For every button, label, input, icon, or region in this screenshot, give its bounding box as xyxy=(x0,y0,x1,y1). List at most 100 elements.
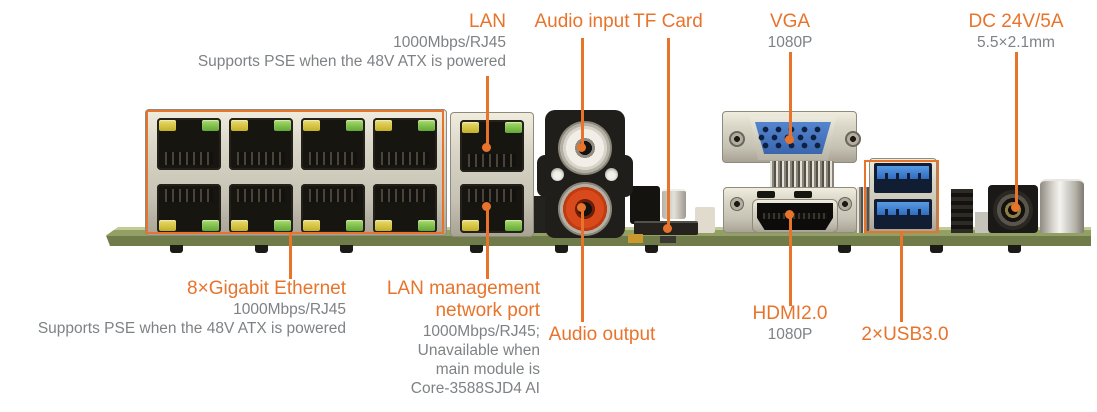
led-yellow xyxy=(375,220,392,231)
leader-line-hdmi xyxy=(789,214,792,306)
callout-tf-card: TF Card xyxy=(610,11,726,33)
callout-subtext: 5.5×2.1mm xyxy=(977,34,1055,51)
bracket-vent xyxy=(757,191,775,198)
callout-audio-input: Audio input xyxy=(512,11,652,33)
callout-label: TF Card xyxy=(633,11,703,32)
led-yellow xyxy=(303,220,320,231)
led-green xyxy=(202,220,219,231)
led-green xyxy=(418,220,435,231)
leader-dot-lan xyxy=(482,143,491,152)
led-yellow xyxy=(159,120,176,131)
ethernet-port xyxy=(301,184,365,233)
led-green xyxy=(418,120,435,131)
rj45-pins xyxy=(468,189,516,202)
leader-line-audio-input xyxy=(581,38,584,148)
callout-label: Audio input xyxy=(534,11,630,32)
capacitor-black xyxy=(630,186,660,224)
led-yellow xyxy=(159,220,176,231)
led-green xyxy=(505,122,522,133)
vga-screw-post xyxy=(845,131,861,147)
callout-lan: LAN 1000Mbps/RJ45 Supports PSE when the … xyxy=(150,11,506,71)
leader-line-dc xyxy=(1015,52,1018,208)
callout-label: VGA xyxy=(769,11,811,32)
screw-hole xyxy=(605,168,618,181)
capacitor-large xyxy=(1040,179,1084,233)
callout-dc-power: DC 24V/5A 5.5×2.1mm xyxy=(948,11,1084,52)
vga-pin-holes-row xyxy=(762,142,827,149)
callout-gigabit-ethernet: 8×Gigabit Ethernet 1000Mbps/RJ45 Support… xyxy=(2,278,346,338)
callout-vga: VGA 1080P xyxy=(732,11,848,52)
callout-label: 8×Gigabit Ethernet xyxy=(187,278,346,299)
connector-white xyxy=(695,207,715,233)
ethernet-port xyxy=(229,184,293,233)
usb-contacts xyxy=(877,173,929,179)
ethernet-port xyxy=(373,118,437,170)
callout-subtext: Core-3588SJD4 AI xyxy=(410,380,540,397)
callout-label: DC 24V/5A xyxy=(968,11,1064,32)
ethernet-port xyxy=(157,184,221,233)
component xyxy=(531,196,546,233)
callout-label: HDMI2.0 xyxy=(752,303,828,324)
ethernet-port-block xyxy=(145,109,447,236)
leader-line-vga xyxy=(789,52,792,140)
leader-dot-dc xyxy=(1011,203,1020,212)
pcb-foot xyxy=(170,245,183,253)
rj45-pins xyxy=(381,189,429,202)
led-yellow xyxy=(303,120,320,131)
pcb-foot xyxy=(340,245,353,253)
component-small xyxy=(975,212,989,233)
led-yellow xyxy=(462,122,479,133)
led-green xyxy=(346,120,363,131)
callout-subtext: 1000Mbps/RJ45 xyxy=(233,301,346,318)
callout-usb3: 2×USB3.0 xyxy=(843,324,967,346)
hdmi-pins xyxy=(763,213,827,219)
led-yellow xyxy=(375,120,392,131)
ethernet-port xyxy=(373,184,437,233)
leader-dot-lan-management xyxy=(482,202,491,211)
ethernet-port xyxy=(229,118,293,170)
leader-dot-hdmi xyxy=(785,210,794,219)
callout-subtext: 1000Mbps/RJ45 xyxy=(393,34,506,51)
callout-audio-output: Audio output xyxy=(534,324,670,346)
vga-screw-post xyxy=(729,131,745,147)
leader-line-audio-output xyxy=(581,207,584,322)
callout-subtext: main module is xyxy=(435,361,540,378)
ethernet-port xyxy=(157,118,221,170)
pcb-foot xyxy=(645,245,658,253)
rj45-pins xyxy=(165,189,213,202)
leader-dot-audio-input xyxy=(577,143,586,152)
pcb-foot xyxy=(1008,245,1021,253)
usb-tongue xyxy=(877,202,929,215)
ethernet-port xyxy=(301,118,365,170)
led-green xyxy=(202,120,219,131)
highlight-box-ethernet xyxy=(146,110,444,234)
usb3-port xyxy=(874,199,932,229)
dual-lan-block xyxy=(450,112,534,237)
leader-line-lan xyxy=(486,76,489,148)
leader-line-usb xyxy=(900,232,903,322)
lan-port xyxy=(460,120,524,172)
callout-label: Audio output xyxy=(548,324,656,345)
screw-hole xyxy=(551,168,564,181)
callout-subtext: 1080P xyxy=(767,34,813,51)
rj45-pins xyxy=(165,152,213,165)
leader-line-ethernet xyxy=(289,233,292,279)
component-ribbed xyxy=(951,189,973,233)
rj45-pins xyxy=(237,189,285,202)
leader-line-tf-card xyxy=(667,38,670,229)
highlight-box-usb xyxy=(864,160,939,233)
callout-label: LAN management network port xyxy=(386,278,540,321)
rj45-pins xyxy=(237,152,285,165)
callout-hdmi: HDMI2.0 1080P xyxy=(732,303,848,344)
led-yellow xyxy=(462,220,479,231)
callout-subtext: 1080P xyxy=(767,326,813,343)
vga-solder-ribs xyxy=(770,161,834,191)
pcb-foot xyxy=(470,245,483,253)
callout-label: LAN xyxy=(469,11,506,32)
hdmi-screw xyxy=(730,197,744,211)
rj45-pins xyxy=(309,189,357,202)
pcb-foot xyxy=(930,245,943,253)
led-yellow xyxy=(231,120,248,131)
usb3-port xyxy=(874,163,932,193)
callout-lan-management: LAN management network port 1000Mbps/RJ4… xyxy=(352,278,540,398)
